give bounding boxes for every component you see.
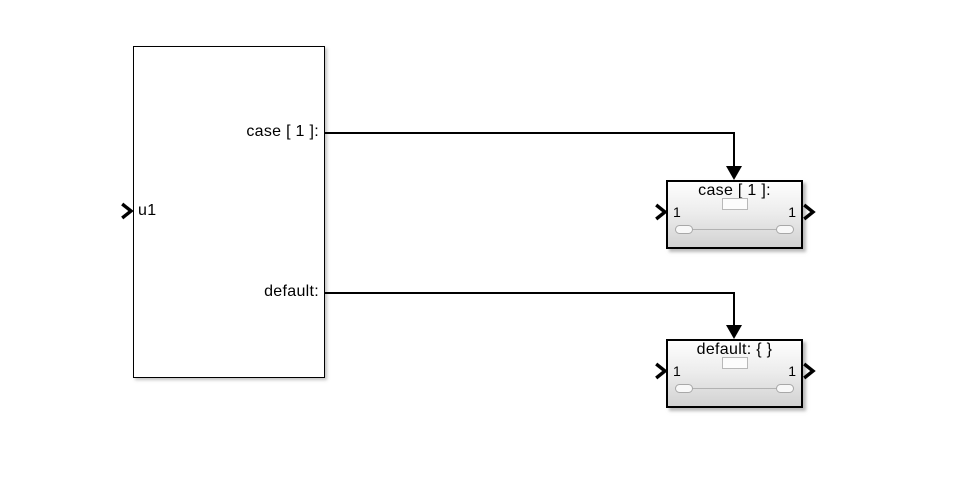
switch-default-output-label: default:: [264, 283, 319, 300]
switch-case-output-label: case [ 1 ]:: [246, 123, 319, 140]
subsystem-io-line-icon: [681, 388, 788, 390]
default-subsystem-outport-number: 1: [788, 363, 796, 379]
subsystem-io-line-icon: [681, 229, 788, 231]
default-action-subsystem-block[interactable]: default: { } 1 1: [655, 339, 816, 408]
action-port-box-icon: [721, 357, 748, 369]
default-subsystem-title: default: { }: [696, 341, 773, 358]
subsystem-outport-handle-icon: [776, 384, 794, 393]
case-action-subsystem-block[interactable]: case [ 1 ]: 1 1: [655, 180, 816, 249]
case-wire-arrowhead-icon[interactable]: [726, 166, 742, 180]
subsystem-inport-handle-icon: [675, 225, 693, 234]
switch-input-label: u1: [138, 202, 157, 219]
default-signal-wire-vertical[interactable]: [733, 292, 735, 327]
action-port-box-icon: [721, 198, 748, 210]
input-port-icon[interactable]: [654, 362, 668, 380]
case-signal-wire-horizontal[interactable]: [325, 132, 734, 134]
output-port-icon[interactable]: [802, 203, 816, 221]
input-port-icon[interactable]: [120, 202, 134, 220]
default-signal-wire-horizontal[interactable]: [325, 292, 734, 294]
output-port-icon[interactable]: [802, 362, 816, 380]
default-wire-arrowhead-icon[interactable]: [726, 325, 742, 339]
subsystem-inport-handle-icon: [675, 384, 693, 393]
case-signal-wire-vertical[interactable]: [733, 132, 735, 167]
case-subsystem-inport-number: 1: [673, 204, 681, 220]
switch-case-block[interactable]: u1 case [ 1 ]: default:: [121, 46, 325, 378]
default-subsystem-inport-number: 1: [673, 363, 681, 379]
input-port-icon[interactable]: [654, 203, 668, 221]
case-subsystem-outport-number: 1: [788, 204, 796, 220]
case-subsystem-title: case [ 1 ]:: [698, 182, 771, 199]
subsystem-outport-handle-icon: [776, 225, 794, 234]
